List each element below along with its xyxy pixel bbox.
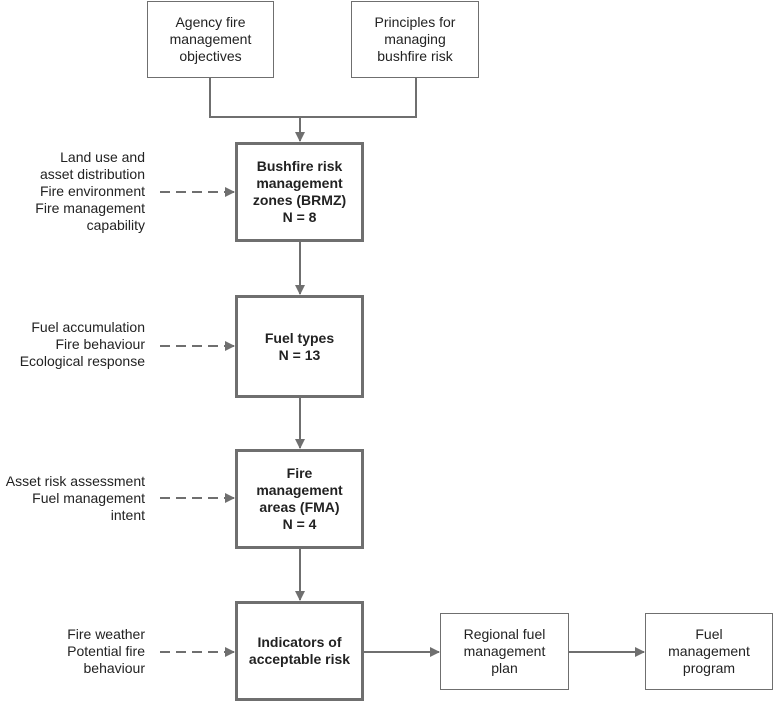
indicators-inputs: Fire weather Potential fire behaviour [67,626,145,677]
merge-connector [209,77,417,142]
fuel-types-inputs: Fuel accumulation Fire behaviour Ecologi… [20,319,145,370]
program-line: management [668,643,750,659]
principles-line: Principles for [374,14,456,30]
program-line: program [682,660,736,676]
fuel-types-box: Fuel types N = 13 [235,295,364,398]
brmz-input-line: Fire management [35,200,145,216]
regional-plan-line: plan [491,660,518,676]
regional-plan-line: Regional fuel [463,626,546,642]
agency-objectives-line: management [169,31,252,47]
brmz-line: Bushfire risk [256,158,343,174]
fma-count: N = 4 [282,516,317,532]
program-line: Fuel [695,626,723,642]
regional-plan-box: Regional fuel management plan [440,613,569,690]
brmz-input-line: Fire environment [39,183,145,199]
indicators-line: acceptable risk [248,651,351,667]
fma-line: Fire [286,465,313,481]
principles-line: bushfire risk [377,48,453,64]
fma-line: areas (FMA) [259,499,340,515]
fma-inputs: Asset risk assessment Fuel management in… [6,473,145,524]
agency-objectives-line: Agency fire [175,14,246,30]
program-box: Fuel management program [645,613,773,690]
brmz-line: zones (BRMZ) [252,192,347,208]
fma-box: Fire management areas (FMA) N = 4 [235,449,364,549]
fma-line: management [256,482,343,498]
brmz-count: N = 8 [282,209,317,225]
brmz-inputs: Land use and asset distribution Fire env… [35,149,145,234]
fuel-types-input-line: Fire behaviour [55,336,146,352]
fuel-types-count: N = 13 [278,346,321,363]
regional-plan-line: management [463,643,546,659]
indicators-input-line: Fire weather [67,626,145,642]
fuel-types-line: Fuel types [264,329,335,346]
indicators-input-line: behaviour [83,660,146,676]
principles-line: managing [384,31,446,47]
fuel-types-input-line: Ecological response [19,353,145,369]
indicators-box: Indicators of acceptable risk [235,601,364,701]
indicators-line: Indicators of [257,634,342,650]
fma-input-line: Asset risk assessment [5,473,145,489]
agency-objectives-box: Agency fire management objectives [147,1,274,78]
brmz-box: Bushfire risk management zones (BRMZ) N … [235,142,364,242]
agency-objectives-line: objectives [179,48,242,64]
fma-input-line: Fuel management [32,490,145,506]
brmz-input-line: capability [86,217,145,233]
indicators-input-line: Potential fire [67,643,145,659]
brmz-input-line: Land use and [60,149,145,165]
brmz-line: management [256,175,343,191]
fuel-types-input-line: Fuel accumulation [31,319,145,335]
principles-box: Principles for managing bushfire risk [351,1,479,78]
fma-input-line: intent [110,507,145,523]
brmz-input-line: asset distribution [39,166,145,182]
